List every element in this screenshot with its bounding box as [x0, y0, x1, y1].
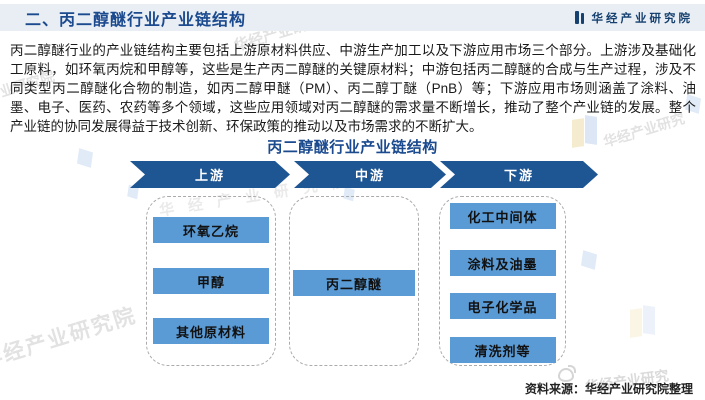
brand-name: 华经产业研究院 — [591, 12, 693, 25]
stage-arrow-midstream: 中游 — [294, 161, 446, 188]
page-title: 二、丙二醇醚行业产业链结构 — [25, 11, 247, 29]
chain-item: 丙二醇醚 — [293, 270, 415, 296]
diagram-title: 丙二醇醚行业产业链结构 — [267, 139, 438, 156]
intro-paragraph: 丙二醇醚行业的产业链结构主要包括上游原材料供应、中游生产加工以及下游应用市场三个… — [10, 43, 696, 134]
chain-item: 电子化学品 — [449, 293, 556, 319]
chain-item: 清洗剂等 — [449, 337, 556, 363]
upstream-column: 环氧乙烷 甲醇 其他原材料 — [146, 196, 276, 366]
chain-item: 化工中间体 — [449, 203, 556, 229]
header-band: 二、丙二醇醚行业产业链结构 华经产业研究院 — [0, 4, 705, 31]
chain-item: 甲醇 — [153, 268, 269, 294]
watermark-logo-icon — [630, 306, 656, 340]
source-note: 资料来源：华经产业研究院整理 — [524, 382, 693, 396]
stage-arrow-downstream: 下游 — [440, 161, 598, 188]
downstream-column: 化工中间体 涂料及油墨 电子化学品 清洗剂等 — [439, 196, 566, 366]
brand-logo-icon — [574, 11, 587, 24]
brand-logo: 华经产业研究院 — [574, 10, 694, 26]
chain-item: 环氧乙烷 — [153, 217, 269, 243]
stage-arrow-upstream: 上游 — [130, 161, 290, 188]
midstream-column: 丙二醇醚 — [289, 196, 419, 366]
watermark-flag-icon — [580, 250, 598, 270]
chain-item: 其他原材料 — [153, 318, 269, 344]
watermark-text: 华经产业研究院 — [0, 303, 140, 373]
chain-item: 涂料及油墨 — [449, 250, 556, 276]
